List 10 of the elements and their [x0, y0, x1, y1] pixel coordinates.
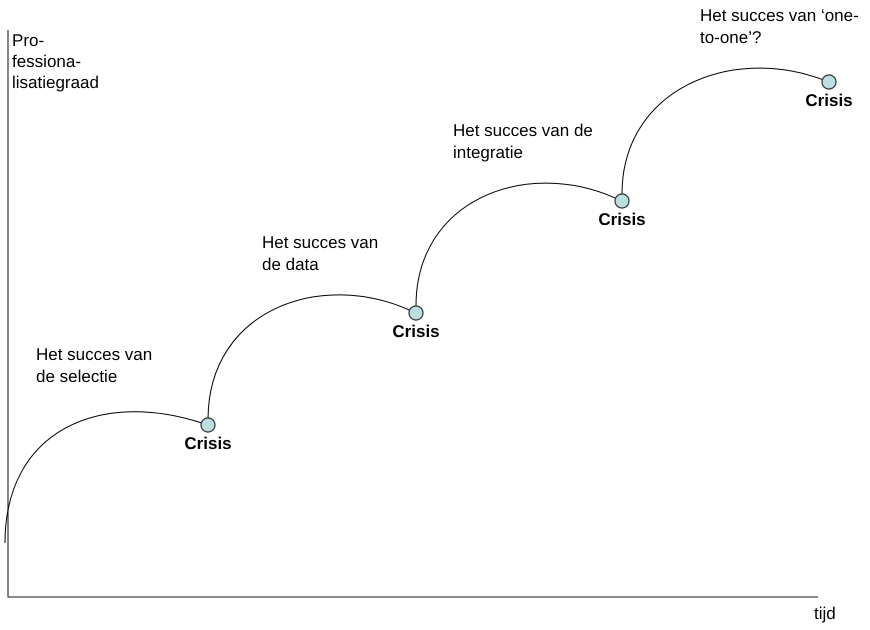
crisis-label: Crisis [184, 434, 232, 454]
arc-connector [208, 294, 410, 418]
arc-connector [622, 68, 823, 194]
x-axis-label: tijd [814, 603, 837, 624]
crisis-label: Crisis [598, 210, 646, 230]
arc-connector [416, 182, 616, 306]
crisis-label: Crisis [392, 322, 440, 342]
y-axis-label: Pro- fessiona- lisatiegraad [12, 30, 100, 93]
arc-connector [4, 411, 202, 544]
crisis-label: Crisis [805, 91, 853, 111]
